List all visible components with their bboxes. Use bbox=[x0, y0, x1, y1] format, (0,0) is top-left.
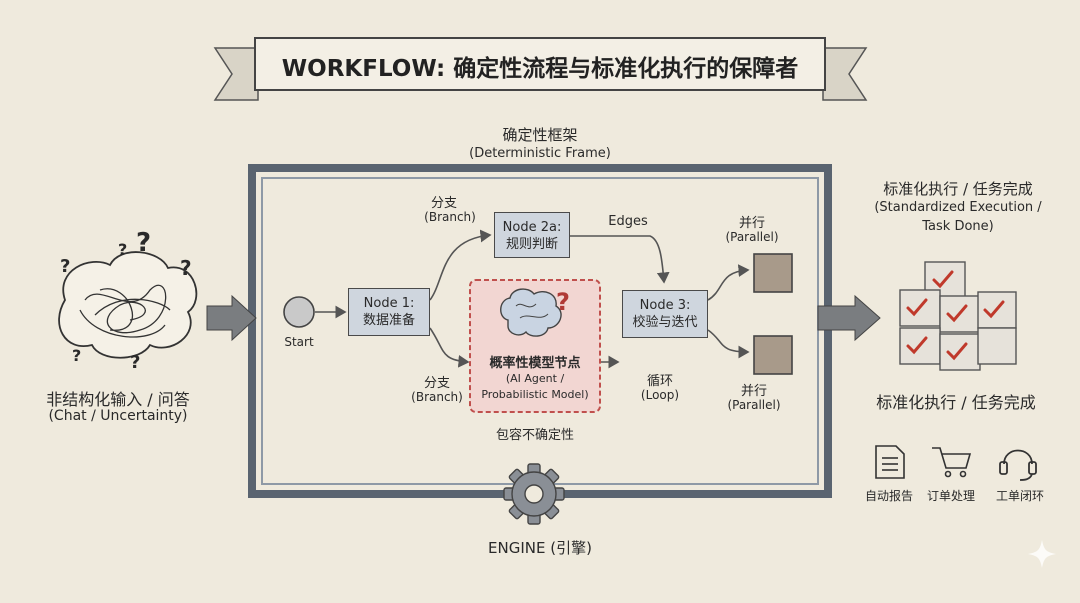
node-3-title: Node 3: bbox=[639, 298, 691, 313]
entry-arrow bbox=[206, 294, 257, 342]
example-label-report: 自动报告 bbox=[864, 489, 914, 503]
frame-subtitle: (Deterministic Frame) bbox=[469, 146, 611, 161]
question-mark-icon: ? bbox=[118, 240, 128, 259]
sparkle-icon bbox=[1028, 540, 1056, 568]
ai-question-mark-icon: ? bbox=[556, 288, 570, 316]
frame-title: 确定性框架 bbox=[502, 126, 578, 144]
question-mark-icon: ? bbox=[180, 256, 192, 280]
output-subtitle-1: (Standardized Execution / bbox=[874, 200, 1042, 215]
output-title-2: 标准化执行 / 任务完成 bbox=[876, 393, 1036, 412]
exit-arrow bbox=[817, 294, 881, 342]
engine-gear-icon bbox=[503, 463, 565, 525]
question-mark-icon: ? bbox=[130, 352, 141, 373]
document-icon bbox=[875, 445, 905, 479]
cart-icon bbox=[932, 447, 972, 478]
ai-node bbox=[469, 279, 601, 413]
ai-node-line3: Probabilistic Model) bbox=[481, 388, 589, 401]
ai-node-title: 概率性模型节点 bbox=[489, 356, 581, 371]
title-banner bbox=[213, 37, 868, 101]
edges-label: Edges bbox=[608, 214, 648, 229]
loop-sub: (Loop) bbox=[640, 388, 680, 402]
node-1-title: Node 1: bbox=[363, 296, 415, 311]
branch-bottom-label: 分支 bbox=[423, 376, 451, 391]
parallel-top-sub: (Parallel) bbox=[725, 230, 779, 244]
uncertainty-cloud bbox=[58, 251, 198, 359]
check-marks bbox=[906, 270, 1005, 361]
loop-label: 循环 bbox=[646, 374, 674, 389]
node-1: Node 1: 数据准备 bbox=[348, 288, 430, 336]
branch-top-label: 分支 bbox=[430, 196, 458, 211]
parallel-output-top bbox=[753, 253, 793, 293]
parallel-bottom-sub: (Parallel) bbox=[727, 398, 781, 412]
parallel-bottom-label: 并行 bbox=[740, 384, 768, 399]
node-3: Node 3: 校验与迭代 bbox=[622, 290, 708, 338]
start-label: Start bbox=[284, 335, 314, 349]
node-1-label: 数据准备 bbox=[362, 313, 415, 328]
page-title: WORKFLOW: 确定性流程与标准化执行的保障者 bbox=[281, 56, 799, 82]
branch-top-sub: (Branch) bbox=[424, 210, 476, 224]
ai-node-caption: 包容不确定性 bbox=[495, 428, 575, 443]
input-subtitle: (Chat / Uncertainty) bbox=[48, 408, 188, 424]
question-mark-icon: ? bbox=[136, 228, 152, 258]
ai-node-line2: (AI Agent / bbox=[505, 372, 565, 385]
parallel-top-label: 并行 bbox=[738, 216, 766, 231]
example-label-ticket: 工单闭环 bbox=[995, 489, 1045, 503]
parallel-output-bottom bbox=[753, 335, 793, 375]
input-title: 非结构化输入 / 问答 bbox=[46, 390, 190, 409]
node-3-label: 校验与迭代 bbox=[632, 315, 698, 330]
output-subtitle-2: Task Done) bbox=[922, 219, 994, 234]
question-mark-icon: ? bbox=[72, 346, 82, 365]
start-node bbox=[283, 296, 315, 328]
node-2a-label: 规则判断 bbox=[505, 237, 558, 252]
node-2a-title: Node 2a: bbox=[502, 220, 562, 235]
output-title: 标准化执行 / 任务完成 bbox=[883, 180, 1033, 198]
branch-bottom-sub: (Branch) bbox=[411, 390, 463, 404]
brain-icon bbox=[500, 288, 562, 337]
engine-label: ENGINE (引擎) bbox=[488, 539, 592, 557]
question-mark-icon: ? bbox=[60, 256, 71, 277]
node-2a: Node 2a: 规则判断 bbox=[494, 212, 570, 258]
example-label-order: 订单处理 bbox=[926, 489, 976, 503]
headset-icon bbox=[999, 449, 1037, 481]
flow-edges bbox=[315, 229, 750, 369]
